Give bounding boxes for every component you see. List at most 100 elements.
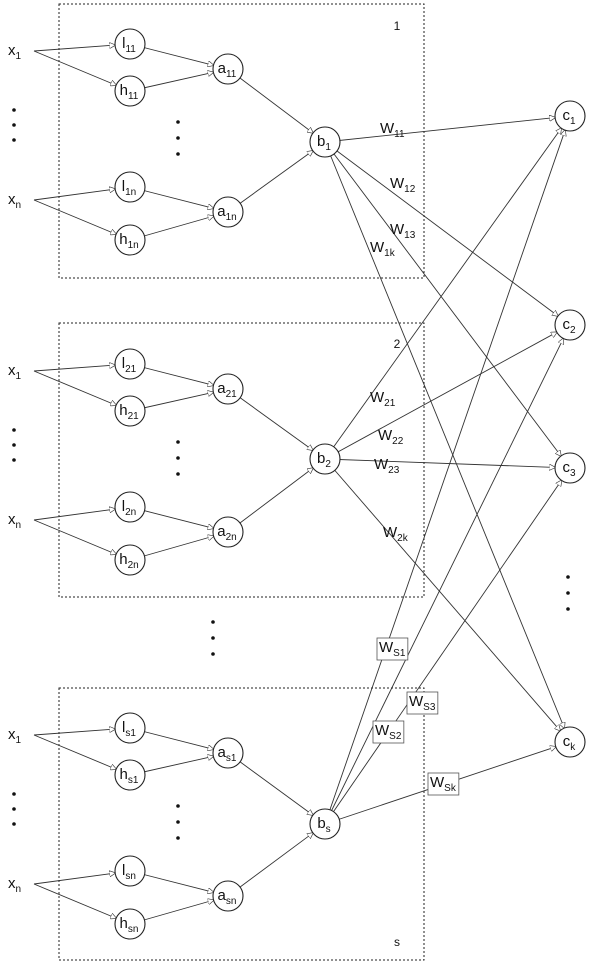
node-asn-label: asn <box>218 887 237 907</box>
input-label-xn: xn <box>8 511 21 531</box>
edge-input-to-h <box>33 370 116 405</box>
node-lsn-label: lsn <box>122 862 136 882</box>
weight-label-box <box>406 691 439 715</box>
block-ellipsis-dots <box>211 652 215 656</box>
edge-weight-bs-c2 <box>324 338 563 825</box>
edge-input-to-h <box>33 883 116 918</box>
output-ellipsis-dots <box>566 607 570 611</box>
input-ellipsis-dots <box>12 108 16 112</box>
block-ellipsis-dots <box>211 636 215 640</box>
edge-weight-bs-c3 <box>324 480 561 825</box>
block-2-frame <box>58 322 425 598</box>
edge-weight-b2-ck <box>324 458 560 731</box>
input-label-x1: x1 <box>8 726 22 746</box>
node-hs1 <box>114 759 146 791</box>
hidden-ellipsis-dots <box>176 820 180 824</box>
node-h1n-label: h1n <box>119 231 138 251</box>
output-node-ck <box>554 726 586 758</box>
edge-weight-b2-c2 <box>324 332 557 460</box>
node-a2n-label: a2n <box>217 523 236 543</box>
node-l2n-label: l2n <box>122 498 136 518</box>
hidden-ellipsis-dots <box>176 136 180 140</box>
weight-label-w23: W23 <box>374 456 400 476</box>
weight-label-wS2: WS2 <box>375 722 402 742</box>
block-tag: 2 <box>394 337 401 351</box>
edge-a-to-b <box>227 468 313 533</box>
hidden-ellipsis-dots <box>176 152 180 156</box>
edge-a-to-b <box>227 388 313 450</box>
node-lsn <box>114 855 146 887</box>
node-hsn <box>114 908 146 940</box>
node-h2n <box>114 544 146 576</box>
edge-input-to-h <box>33 734 116 769</box>
node-a21 <box>212 373 244 405</box>
input-ellipsis-dots <box>12 443 16 447</box>
hidden-ellipsis-dots <box>176 472 180 476</box>
node-l11-label: l11 <box>122 35 136 55</box>
node-l11 <box>114 28 146 60</box>
node-bs <box>309 808 341 840</box>
edge-input-to-h <box>33 519 116 554</box>
weight-label-wS3: WS3 <box>409 693 436 713</box>
node-b1-label: b1 <box>317 133 331 153</box>
hidden-ellipsis-dots <box>176 440 180 444</box>
node-b2 <box>309 443 341 475</box>
input-label-x1: x1 <box>8 362 22 382</box>
output-ellipsis-dots <box>566 591 570 595</box>
node-h2n-label: h2n <box>119 551 138 571</box>
node-a1n <box>212 196 244 228</box>
edge-a-to-b <box>227 752 313 815</box>
node-h1n <box>114 224 146 256</box>
node-bs-label: bs <box>317 815 330 835</box>
edge-a-to-b <box>227 833 313 897</box>
weight-label-w13: W13 <box>390 221 416 241</box>
output-node-ck-label: ck <box>563 733 577 753</box>
node-hsn-label: hsn <box>120 915 139 935</box>
node-h11-label: h11 <box>120 82 139 102</box>
hidden-ellipsis-dots <box>176 120 180 124</box>
hidden-ellipsis-dots <box>176 804 180 808</box>
node-ls1 <box>114 712 146 744</box>
input-ellipsis-dots <box>12 138 16 142</box>
node-a11 <box>212 53 244 85</box>
node-a1n-label: a1n <box>217 203 236 223</box>
node-h21-label: h21 <box>119 402 139 422</box>
node-l1n-label: l1n <box>122 178 136 198</box>
node-as1-label: as1 <box>218 744 237 764</box>
node-as1 <box>212 737 244 769</box>
node-a11-label: a11 <box>218 60 237 80</box>
edge-weight-b1-c2 <box>324 141 558 316</box>
input-label-xn: xn <box>8 875 21 895</box>
hidden-ellipsis-dots <box>176 456 180 460</box>
edge-input-to-l <box>33 729 115 736</box>
node-ls1-label: ls1 <box>122 719 136 739</box>
edge-input-to-l <box>33 509 115 521</box>
hidden-ellipsis-dots <box>176 836 180 840</box>
node-a21-label: a21 <box>217 380 237 400</box>
output-node-c3-label: c3 <box>562 459 576 479</box>
output-ellipsis-dots <box>566 575 570 579</box>
weight-label-box <box>427 772 460 796</box>
weight-label-w12: W12 <box>390 175 416 195</box>
node-h21 <box>114 395 146 427</box>
input-ellipsis-dots <box>12 123 16 127</box>
block-1-frame <box>58 3 425 279</box>
edge-a-to-b <box>227 151 313 213</box>
node-l1n <box>114 171 146 203</box>
block-tag: 1 <box>394 19 401 33</box>
output-node-c2-label: c2 <box>562 316 576 336</box>
input-label-x1: x1 <box>8 42 22 62</box>
edge-weight-bs-c1 <box>324 130 565 825</box>
edge-input-to-l <box>33 189 115 201</box>
output-node-c1 <box>554 100 586 132</box>
output-node-c3 <box>554 452 586 484</box>
edge-input-to-h <box>33 199 116 234</box>
weight-label-box <box>376 637 409 661</box>
edge-input-to-l <box>33 45 115 52</box>
edge-weight-b2-c1 <box>324 128 561 460</box>
node-l21 <box>114 348 146 380</box>
block-tag: s <box>394 935 400 949</box>
input-ellipsis-dots <box>12 792 16 796</box>
input-ellipsis-dots <box>12 458 16 462</box>
